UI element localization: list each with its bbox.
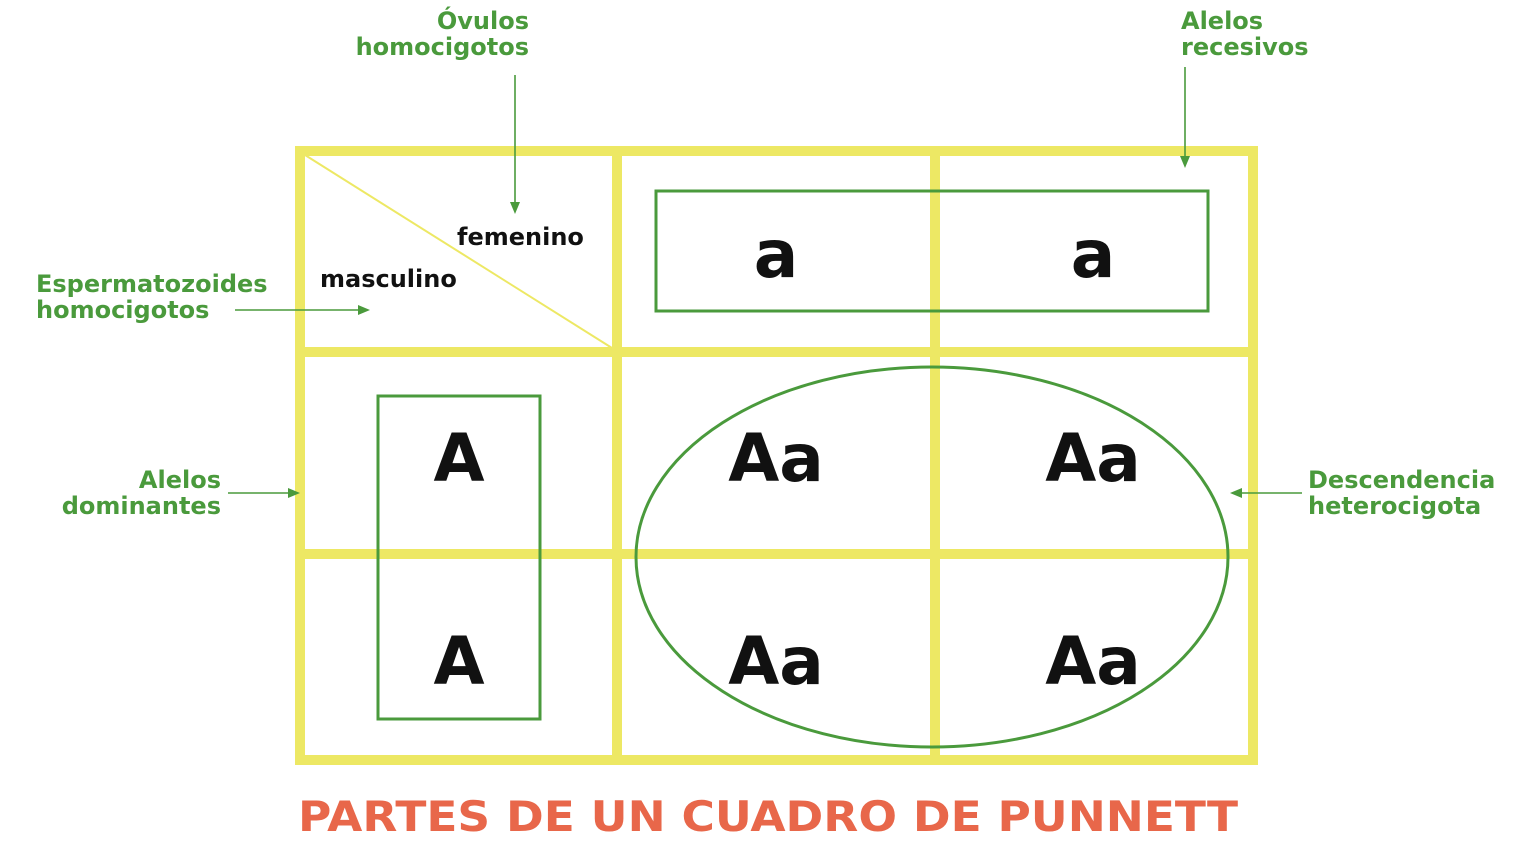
annotation-ovules-line1: Óvulos [437,5,529,35]
arrow-right-icon [358,305,370,315]
female-label: femenino [457,223,584,251]
annotation-offspring: Descendencia heterocigota [1230,466,1495,520]
dominant-alleles-box [376,394,542,721]
grid-outer-frame [295,146,1258,765]
annotation-recessive-line1: Alelos [1181,7,1263,35]
arrow-right-icon [288,488,300,498]
male-allele-1: A [433,420,484,497]
punnett-grid [295,146,1258,765]
annotation-recessive: Alelos recesivos [1180,7,1309,168]
recessive-alleles-box [654,189,1210,313]
male-label: masculino [320,265,457,293]
annotation-sperm: Espermatozoides homocigotos [36,270,370,324]
annotation-dominant-line2: dominantes [62,492,221,520]
diagram-title: PARTES DE UN CUADRO DE PUNNETT [298,792,1238,841]
offspring-cell-2-2: Aa [1045,623,1141,700]
annotation-dominant: Alelos dominantes [62,466,300,520]
annotation-ovules-line2: homocigotos [356,33,529,61]
offspring-cell-2-1: Aa [728,623,824,700]
annotation-offspring-line1: Descendencia [1308,466,1495,494]
arrow-left-icon [1230,488,1242,498]
arrow-down-icon [1180,156,1190,168]
heterozygous-offspring-ellipse [634,365,1230,749]
offspring-cell-1-2: Aa [1045,420,1141,497]
offspring-cell-1-1: Aa [728,420,824,497]
annotation-sperm-line2: homocigotos [36,296,209,324]
arrow-down-icon [510,202,520,214]
corner-diagonal [304,154,613,349]
female-allele-2: a [1071,216,1116,293]
annotation-sperm-line1: Espermatozoides [36,270,268,298]
annotation-offspring-line2: heterocigota [1308,492,1481,520]
female-allele-1: a [754,216,799,293]
annotation-dominant-line1: Alelos [139,466,221,494]
annotation-recessive-line2: recesivos [1181,33,1309,61]
male-allele-2: A [433,623,484,700]
annotation-ovules: Óvulos homocigotos [356,5,529,214]
